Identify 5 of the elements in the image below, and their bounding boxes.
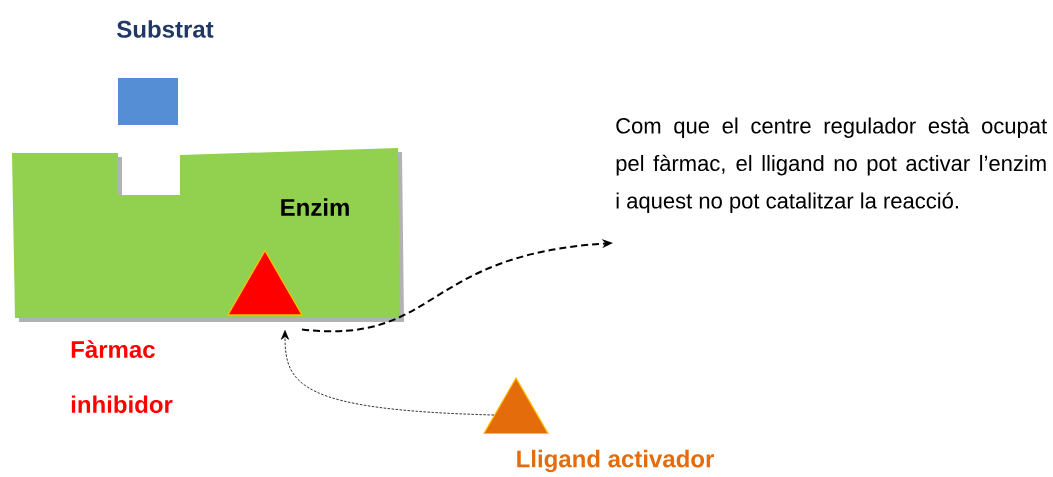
drug-label: Fàrmac inhibidor — [71, 340, 173, 414]
substrate-label: Substrat — [117, 20, 214, 38]
ligand-label: Lligand activador — [517, 449, 714, 473]
arrow — [281, 330, 495, 416]
explanation-paragraph: Com que el centre regulador està ocupat pel fàrmac, el lligand no pot activar l’enzim i aquest no pot catalitzar la reacció. — [616, 117, 1047, 213]
